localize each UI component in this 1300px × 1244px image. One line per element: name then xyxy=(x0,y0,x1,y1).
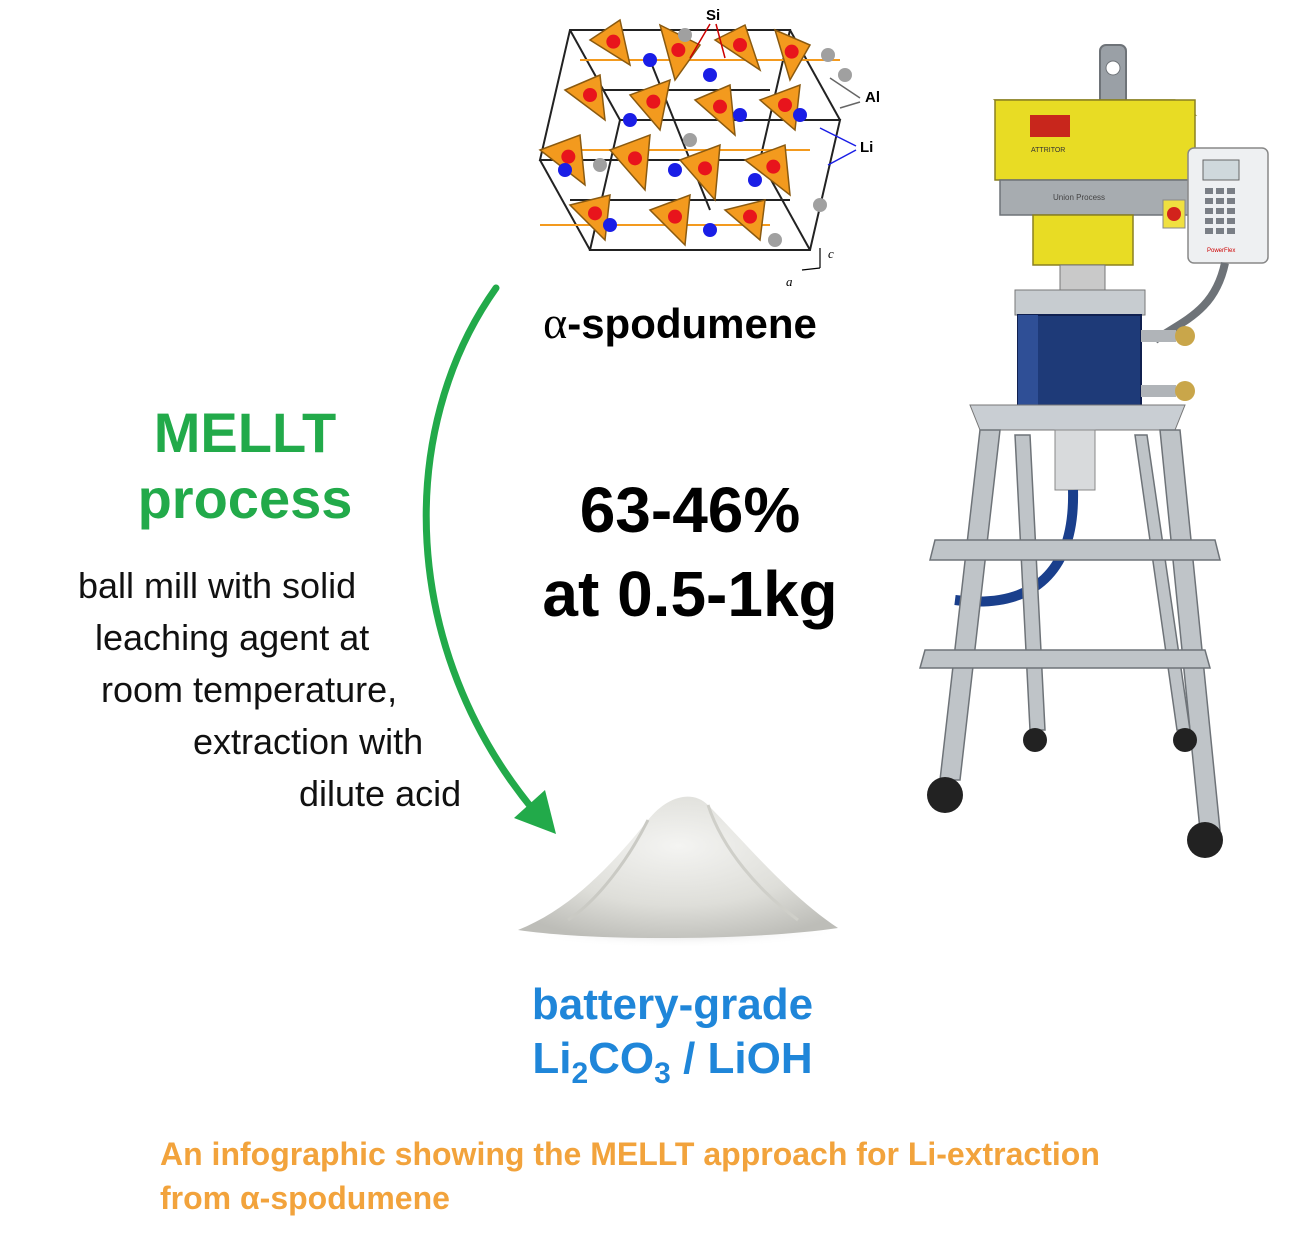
si-atom xyxy=(733,38,747,52)
keypad-button xyxy=(1216,198,1224,204)
keypad-button xyxy=(1216,208,1224,214)
yield-stat: 63-46% at 0.5-1kg xyxy=(490,468,890,636)
atoms xyxy=(558,28,852,247)
process-description-line: dilute acid xyxy=(299,773,462,814)
powder-mound xyxy=(518,796,838,939)
si-pointer xyxy=(715,23,726,59)
crystal-structure-diagram: Si Al Li c a xyxy=(538,7,880,289)
si-atom xyxy=(646,94,661,109)
li-atom xyxy=(733,108,747,122)
li-atom xyxy=(558,163,572,177)
al-atom xyxy=(768,233,782,247)
formula-co-subscript: 3 xyxy=(654,1057,671,1090)
process-description-line: extraction with xyxy=(193,721,424,762)
alpha-symbol: α xyxy=(543,297,568,348)
formula-li-subscript: 2 xyxy=(571,1057,589,1090)
keypad-button xyxy=(1227,198,1235,204)
si-pointer xyxy=(689,23,711,59)
axis-a-label: a xyxy=(786,274,793,289)
li-atom xyxy=(668,163,682,177)
source-material-name: -spodumene xyxy=(567,300,817,347)
keypad-button xyxy=(1227,218,1235,224)
si-atom xyxy=(561,149,576,164)
keypad-button xyxy=(1227,188,1235,194)
process-description: ball mill with solid leaching agent at r… xyxy=(40,560,490,820)
li-atom xyxy=(703,223,717,237)
process-title-line2: process xyxy=(137,467,353,530)
powder-pile-image xyxy=(513,796,843,948)
keypad-button xyxy=(1205,198,1213,204)
yield-percentage: 63-46% xyxy=(579,474,801,546)
yield-scale: at 0.5-1kg xyxy=(542,558,838,630)
keypad-button xyxy=(1205,228,1213,234)
keypad-button xyxy=(1216,228,1224,234)
si-atom xyxy=(743,209,757,224)
keypad-button xyxy=(1227,228,1235,234)
ball-mill-machine-image: ATTRITOR Union Process PowerFlex xyxy=(919,44,1269,858)
formula-li: Li xyxy=(532,1034,572,1083)
keypad-button xyxy=(1205,208,1213,214)
keypad-button xyxy=(1216,188,1224,194)
brand-label: ATTRITOR xyxy=(1031,147,1065,154)
si-atom xyxy=(668,209,682,224)
grinding-vessel xyxy=(1017,314,1142,416)
keypad-label: PowerFlex xyxy=(1207,248,1235,254)
si-atom xyxy=(588,206,602,221)
brand-logo-icon xyxy=(1030,115,1070,137)
keypad-button xyxy=(1227,208,1235,214)
li-label: Li xyxy=(860,139,873,156)
si-atom xyxy=(784,44,799,59)
al-label: Al xyxy=(865,89,880,106)
keypad-button xyxy=(1216,218,1224,224)
li-atom xyxy=(603,218,617,232)
al-pointer xyxy=(829,77,861,99)
si-label: Si xyxy=(706,7,720,24)
keypad-button xyxy=(1205,218,1213,224)
product-label: battery-grade Li2CO3 / LiOH xyxy=(470,978,875,1089)
figure-caption-line2: from α-spodumene xyxy=(160,1180,450,1216)
figure-caption: An infographic showing the MELLT approac… xyxy=(160,1132,1280,1220)
formula-lioh: / LiOH xyxy=(670,1034,813,1083)
si-atom xyxy=(606,34,621,49)
li-atom xyxy=(623,113,637,127)
keypad-button xyxy=(1205,188,1213,194)
product-grade: battery-grade xyxy=(531,980,814,1029)
li-atom xyxy=(643,53,657,67)
si-atom xyxy=(766,159,781,174)
si-atom xyxy=(628,151,642,166)
al-atom xyxy=(838,68,852,82)
maker-label: Union Process xyxy=(1053,193,1105,202)
al-pointer xyxy=(839,101,861,109)
li-pointer xyxy=(819,127,857,147)
al-atom xyxy=(593,158,607,172)
al-atom xyxy=(813,198,827,212)
li-atom xyxy=(793,108,807,122)
li-atom xyxy=(748,173,762,187)
si-atom xyxy=(713,99,727,114)
al-atom xyxy=(678,28,692,42)
axis-c-label: c xyxy=(828,246,834,261)
si-atom xyxy=(583,88,597,102)
si-atom xyxy=(778,98,792,112)
process-title-line1: MELLT xyxy=(153,401,337,464)
axis-indicator xyxy=(801,248,821,271)
source-material-label: α-spodumene xyxy=(470,296,890,349)
si-atom xyxy=(698,161,712,176)
figure-caption-line1: An infographic showing the MELLT approac… xyxy=(160,1136,1100,1172)
product-formula: Li2CO3 / LiOH xyxy=(470,1032,875,1089)
formula-co: CO xyxy=(588,1034,655,1083)
process-description-line: room temperature, xyxy=(101,669,398,710)
li-pointer xyxy=(827,149,857,166)
process-description-line: leaching agent at xyxy=(95,617,370,658)
process-description-line: ball mill with solid xyxy=(78,565,357,606)
process-title: MELLT process xyxy=(120,400,370,532)
li-atom xyxy=(703,68,717,82)
al-atom xyxy=(821,48,835,62)
al-atom xyxy=(683,133,697,147)
si-atom xyxy=(671,43,686,57)
